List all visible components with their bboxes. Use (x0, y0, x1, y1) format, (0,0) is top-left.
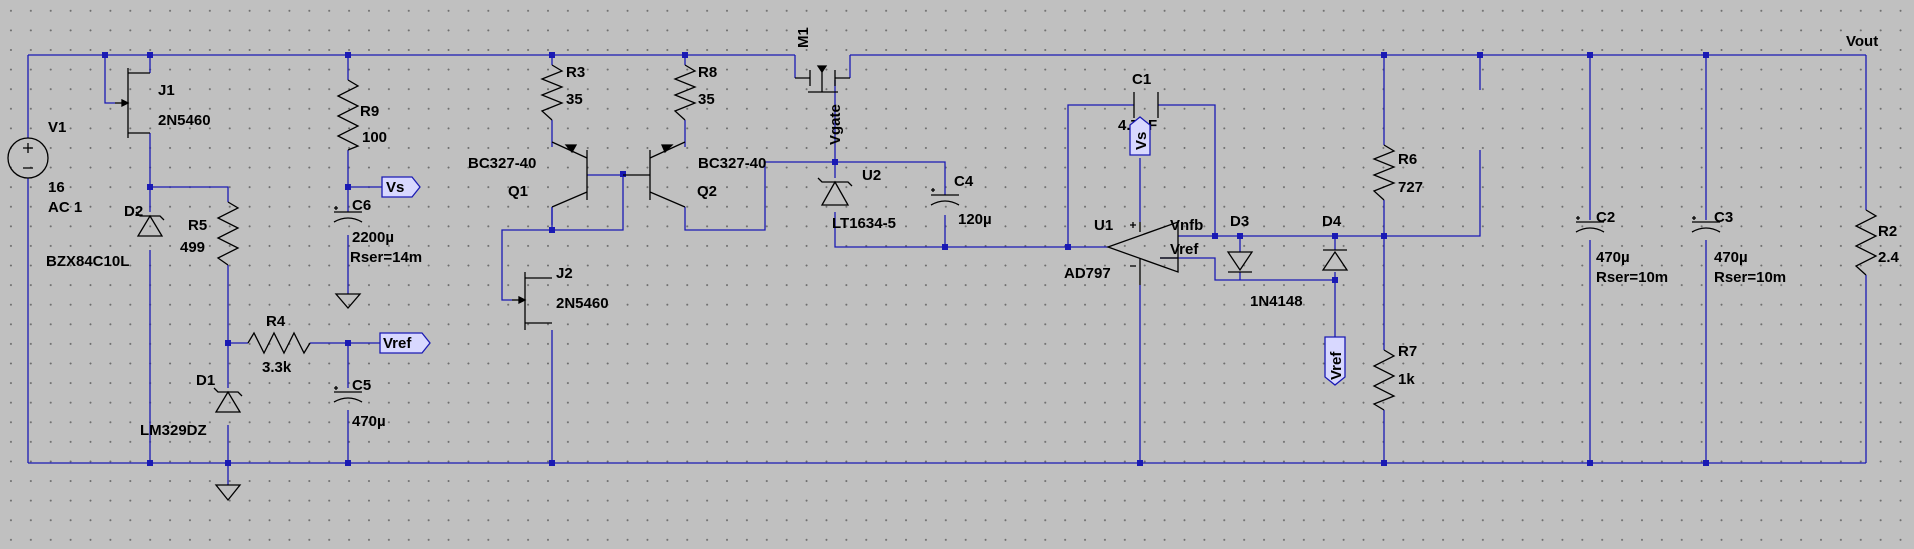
u1-ref: U1 (1094, 217, 1113, 234)
vref-net-flag[interactable]: Vref (1324, 336, 1346, 386)
diode-d4[interactable]: D4 1N4148 (1250, 213, 1349, 310)
r7-ref: R7 (1398, 343, 1417, 360)
vref-wire-label: Vref (1170, 241, 1199, 258)
r9-ref: R9 (360, 103, 379, 120)
wires (27, 54, 1867, 485)
zener-d1[interactable]: D1 LM329DZ (140, 372, 243, 439)
jfet-j1[interactable]: J1 2N5460 (115, 68, 211, 138)
c6-ref: C6 (352, 197, 371, 214)
d4-value: 1N4148 (1250, 293, 1303, 310)
vout-label: Vout (1846, 33, 1878, 50)
c4-value: 120µ (958, 211, 992, 228)
v1-value: 16 (48, 179, 65, 196)
r2-value: 2.4 (1878, 249, 1900, 266)
r3-ref: R3 (566, 64, 585, 81)
zener-d2[interactable]: D2 BZX84C10L (46, 203, 165, 270)
resistor-r5[interactable]: R5 499 (180, 201, 240, 266)
mosfet-m1[interactable]: M1 Vgate (795, 27, 850, 145)
m1-ref: M1 (795, 27, 812, 48)
r8-value: 35 (698, 91, 715, 108)
c3-rser: Rser=10m (1714, 269, 1786, 286)
transistor-q2[interactable]: BC327-40 Q2 (623, 141, 766, 208)
resistor-r9[interactable]: R9 100 (336, 79, 387, 151)
vs-net-flag[interactable]: Vs (381, 176, 421, 198)
c2-rser: Rser=10m (1596, 269, 1668, 286)
r4-value: 3.3k (262, 359, 292, 376)
r8-ref: R8 (698, 64, 717, 81)
capacitor-c5[interactable]: C5 470µ (333, 377, 386, 430)
vgate-label: Vgate (827, 104, 844, 145)
q1-ref: Q1 (508, 183, 528, 200)
v1-ref: V1 (48, 119, 66, 136)
c6-rser: Rser=14m (350, 249, 422, 266)
j1-ref: J1 (158, 82, 175, 99)
c5-ref: C5 (352, 377, 371, 394)
d4-ref: D4 (1322, 213, 1342, 230)
r5-ref: R5 (188, 217, 207, 234)
ground-icon (334, 293, 362, 309)
resistor-r6[interactable]: R6 727 (1372, 144, 1423, 201)
resistor-r3[interactable]: R3 35 (540, 64, 585, 121)
ground-icon (214, 484, 242, 502)
c3-value: 470µ (1714, 249, 1748, 266)
r6-ref: R6 (1398, 151, 1417, 168)
r7-value: 1k (1398, 371, 1415, 388)
u2-ref: U2 (862, 167, 881, 184)
r6-value: 727 (1398, 179, 1423, 196)
opamp-u1[interactable]: U1 AD797 Vnfb Vref (1064, 217, 1203, 285)
vref-flag-label-1: Vref (383, 335, 412, 352)
q1-value: BC327-40 (468, 155, 536, 172)
d2-ref: D2 (124, 203, 143, 220)
r2-ref: R2 (1878, 223, 1897, 240)
r4-ref: R4 (266, 313, 286, 330)
reference-u2[interactable]: U2 LT1634-5 (817, 167, 896, 232)
d2-value: BZX84C10L (46, 253, 129, 270)
resistor-r7[interactable]: R7 1k (1372, 343, 1417, 411)
d3-ref: D3 (1230, 213, 1249, 230)
r9-value: 100 (362, 129, 387, 146)
capacitor-c6[interactable]: C6 2200µ Rser=14m (333, 197, 422, 266)
jfet-j2[interactable]: J2 2N5460 (512, 265, 609, 330)
vs-label: Vs (386, 179, 404, 196)
q2-ref: Q2 (697, 183, 717, 200)
u1-value: AD797 (1064, 265, 1111, 282)
junctions (102, 52, 1709, 466)
c5-value: 470µ (352, 413, 386, 430)
vref-flag-label-2: Vref (1328, 351, 1345, 380)
q2-value: BC327-40 (698, 155, 766, 172)
c2-ref: C2 (1596, 209, 1615, 226)
transistor-q1[interactable]: BC327-40 Q1 (468, 141, 588, 208)
d1-value: LM329DZ (140, 422, 207, 439)
resistor-r8[interactable]: R8 35 (673, 64, 717, 121)
c2-value: 470µ (1596, 249, 1630, 266)
capacitor-c2[interactable]: C2 470µ Rser=10m (1575, 209, 1668, 286)
c4-ref: C4 (954, 173, 974, 190)
resistor-r4[interactable]: R4 3.3k (247, 313, 311, 376)
j2-value: 2N5460 (556, 295, 609, 312)
capacitor-c4[interactable]: C4 120µ (930, 173, 992, 228)
r5-value: 499 (180, 239, 205, 256)
voltage-source-v1[interactable]: V1 16 AC 1 (7, 119, 82, 216)
d1-ref: D1 (196, 372, 215, 389)
j1-value: 2N5460 (158, 112, 211, 129)
vs-net-flag[interactable]: Vs (1129, 116, 1151, 156)
v1-ac: AC 1 (48, 199, 82, 216)
r3-value: 35 (566, 91, 583, 108)
resistor-r2[interactable]: R2 2.4 (1854, 209, 1900, 276)
diode-d3[interactable]: D3 (1226, 213, 1254, 273)
c6-value: 2200µ (352, 229, 394, 246)
vs-label-2: Vs (1133, 132, 1150, 150)
c3-ref: C3 (1714, 209, 1733, 226)
u2-value: LT1634-5 (832, 215, 896, 232)
capacitor-c3[interactable]: C3 470µ Rser=10m (1691, 209, 1786, 286)
c1-ref: C1 (1132, 71, 1151, 88)
vnfb-label: Vnfb (1170, 217, 1203, 234)
j2-ref: J2 (556, 265, 573, 282)
vref-net-flag[interactable]: Vref (379, 332, 431, 354)
